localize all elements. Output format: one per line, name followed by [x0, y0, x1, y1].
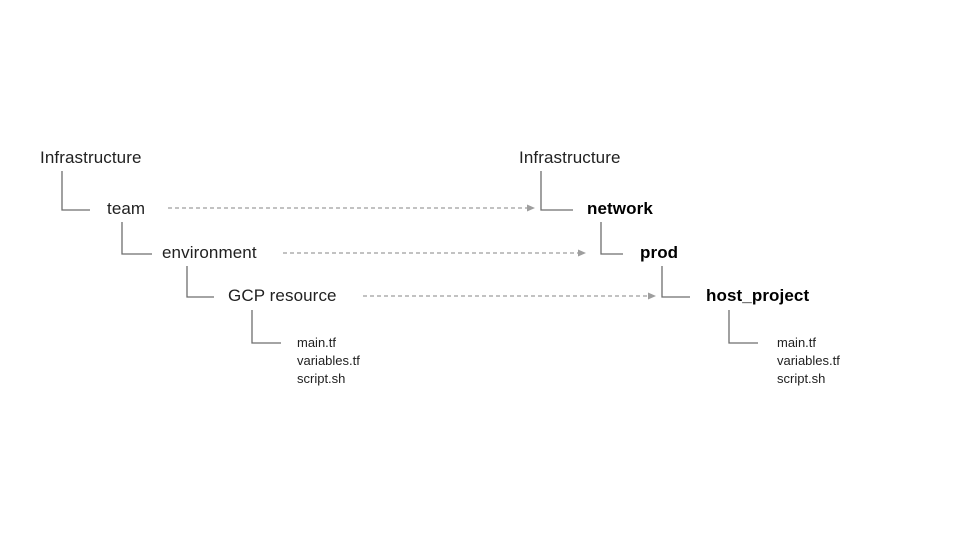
- arrow-team-to-network-head: [527, 204, 535, 212]
- left-root-label: Infrastructure: [40, 148, 142, 167]
- arrow-environment-to-prod-head: [578, 249, 586, 257]
- right-connector-network-to-prod: [600, 222, 623, 255]
- left-tree-connectors: [61, 171, 281, 344]
- right-tree-connectors: [540, 171, 758, 344]
- arrow-gcp-resource-to-host-project-head: [648, 292, 656, 300]
- right-connector-prod-to-host-project: [661, 266, 690, 298]
- left-file-main-tf: main.tf: [297, 335, 337, 350]
- right-file-main-tf: main.tf: [777, 335, 817, 350]
- left-level1-label-team: team: [107, 199, 146, 218]
- left-connector-team-to-environment: [121, 222, 152, 255]
- right-connector-root-to-network: [540, 171, 573, 211]
- right-file-script-sh: script.sh: [777, 371, 826, 386]
- mapping-arrows: [168, 204, 656, 300]
- right-file-variables-tf: variables.tf: [777, 353, 840, 368]
- right-level1-label-network: network: [587, 199, 653, 218]
- right-connector-host-project-to-files: [728, 310, 758, 344]
- arrow-environment-to-prod: [283, 249, 586, 257]
- right-level3-label-host-project: host_project: [706, 286, 810, 305]
- left-connector-gcp-resource-to-files: [251, 310, 281, 344]
- arrow-gcp-resource-to-host-project: [363, 292, 656, 300]
- left-connector-root-to-team: [61, 171, 90, 211]
- right-root-label: Infrastructure: [519, 148, 621, 167]
- arrow-team-to-network: [168, 204, 535, 212]
- left-connector-environment-to-gcp-resource: [186, 266, 214, 298]
- left-file-script-sh: script.sh: [297, 371, 346, 386]
- left-level2-label-environment: environment: [162, 243, 257, 262]
- right-level2-label-prod: prod: [640, 243, 679, 262]
- left-file-variables-tf: variables.tf: [297, 353, 360, 368]
- left-level3-label-gcp-resource: GCP resource: [228, 286, 337, 305]
